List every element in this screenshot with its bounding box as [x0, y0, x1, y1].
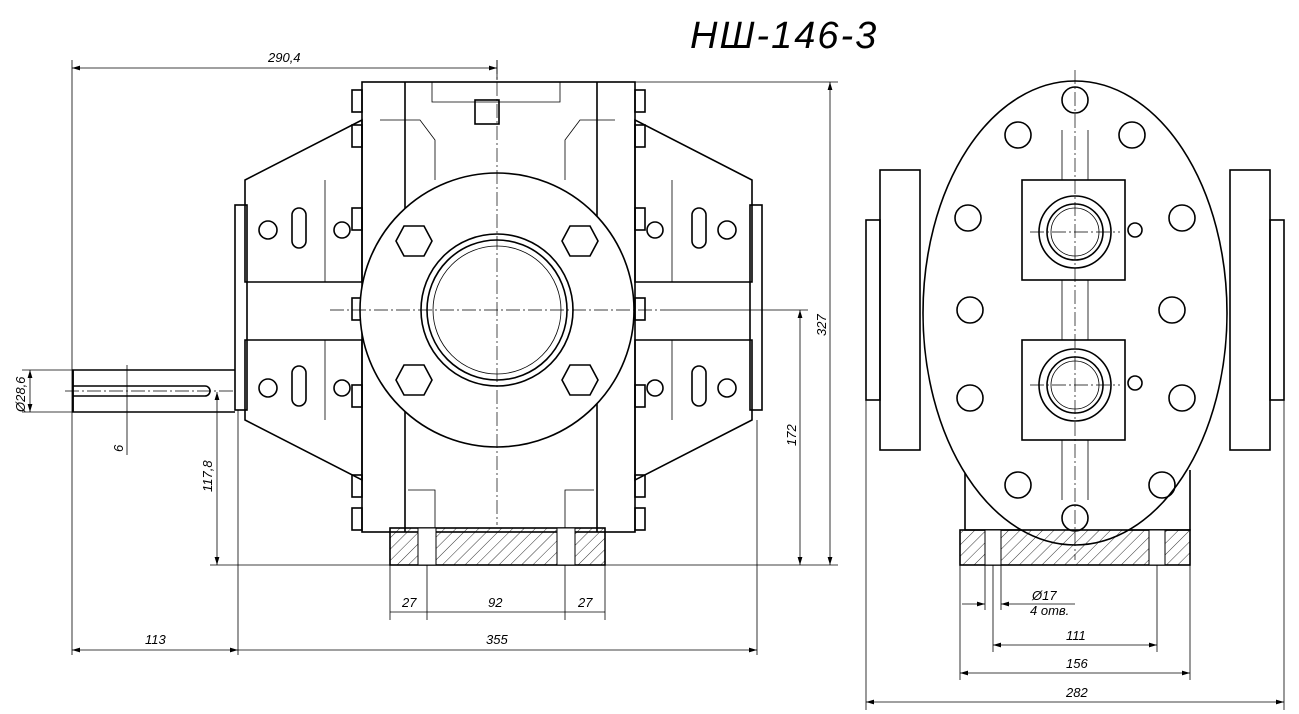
drive-shaft [65, 369, 235, 413]
side-view [865, 70, 1285, 566]
drawing-title: НШ-146-3 [690, 15, 878, 57]
right-brackets [634, 118, 763, 482]
dim-172: 172 [784, 424, 799, 446]
dim-117-8: 117,8 [200, 460, 215, 492]
nameplate-tab [474, 99, 500, 125]
front-view [65, 60, 763, 566]
bolt-stack-left [351, 89, 363, 531]
dim-156: 156 [1066, 656, 1088, 671]
dim-base-middle: 92 [488, 595, 503, 610]
dim-base-left: 27 [401, 595, 417, 610]
flange-bolts [395, 225, 599, 396]
flange-right [1229, 169, 1271, 451]
dim-290-4: 290,4 [267, 50, 301, 65]
left-brackets [234, 118, 363, 482]
dim-hole-count: 4 отв. [1030, 603, 1069, 618]
front-dimensions: 290,4 327 172 Ø28,6 6 117,8 27 92 27 113… [13, 50, 838, 655]
dim-111: 111 [1066, 628, 1086, 643]
bolt-stack-right [634, 89, 646, 531]
dim-355: 355 [486, 632, 508, 647]
dim-base-right: 27 [577, 595, 593, 610]
dim-hole-diameter: Ø17 [1031, 588, 1057, 603]
dim-key-width: 6 [111, 444, 126, 452]
dim-327: 327 [814, 314, 829, 336]
side-dimensions: Ø17 4 отв. 111 156 282 [865, 400, 1285, 710]
port-boss-upper [1021, 179, 1126, 281]
dim-282: 282 [1065, 685, 1088, 700]
dim-113: 113 [145, 632, 166, 647]
port-boss-lower [1021, 339, 1126, 441]
dim-shaft-diameter: Ø28,6 [13, 376, 28, 413]
flange-left [879, 169, 921, 451]
cover-bolts [954, 86, 1196, 532]
